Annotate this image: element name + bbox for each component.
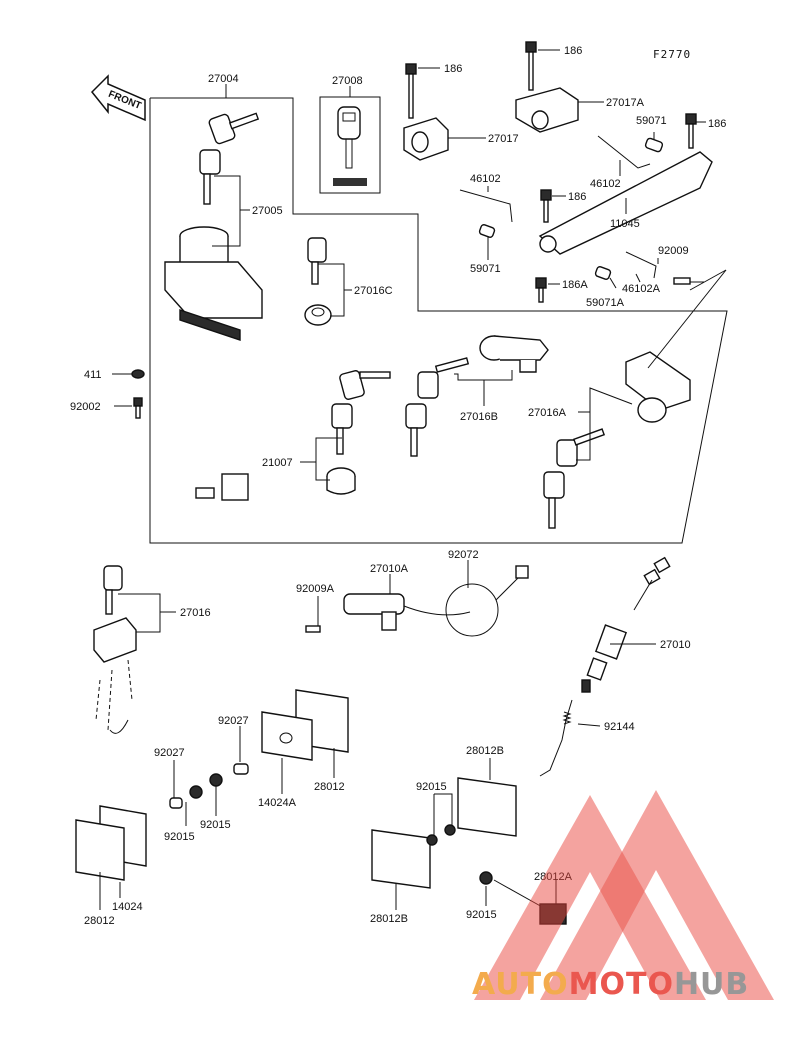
label-92009: 92009 xyxy=(658,245,689,257)
label-28012-b: 28012 xyxy=(84,915,115,927)
bolt-92002 xyxy=(133,397,143,419)
label-28012B-a: 28012B xyxy=(466,745,504,757)
watermark-brand-part2: MOTO xyxy=(569,967,674,1002)
reflector-28012A xyxy=(479,871,567,925)
reflector-28012-upper xyxy=(209,689,349,787)
label-27016A: 27016A xyxy=(528,407,567,419)
front-arrow-icon: FRONT xyxy=(90,74,146,122)
label-46102A: 46102A xyxy=(622,283,661,295)
leader-lines xyxy=(99,49,727,910)
reflector-28012-lower xyxy=(75,785,203,881)
label-92002: 92002 xyxy=(70,401,101,413)
label-59071A: 59071A xyxy=(586,297,625,309)
label-46102-b: 46102 xyxy=(470,173,501,185)
lock-27016A xyxy=(543,351,691,529)
clamp-27017 xyxy=(403,63,449,161)
label-186A: 186A xyxy=(562,279,588,291)
reflector-28012B xyxy=(371,777,517,889)
svg-text:AUTOMOTOHUB: AUTOMOTOHUB xyxy=(472,967,749,1002)
key-tag-27008 xyxy=(319,96,381,194)
watermark-brand-part1: AUTO xyxy=(472,967,569,1002)
ignition-switch xyxy=(164,112,263,501)
label-28012-a: 28012 xyxy=(314,781,345,793)
label-21007: 21007 xyxy=(262,457,293,469)
label-14024: 14024 xyxy=(112,901,143,913)
label-27010: 27010 xyxy=(660,639,691,651)
switch-27010 xyxy=(539,556,671,777)
label-27005: 27005 xyxy=(252,205,283,217)
watermark-triangle-left xyxy=(474,795,706,1000)
group-bracket xyxy=(149,97,728,544)
watermark-brand-part3: HUB xyxy=(674,967,749,1002)
switch-27010A xyxy=(305,565,529,637)
label-92015-c: 92015 xyxy=(416,781,447,793)
label-59071-a: 59071 xyxy=(636,115,667,127)
label-27004: 27004 xyxy=(208,73,239,85)
label-411: 411 xyxy=(84,369,102,381)
label-92027-a: 92027 xyxy=(218,715,249,727)
clamp-27017A xyxy=(515,41,579,133)
automotohub-watermark-logo: AUTOMOTOHUB xyxy=(472,790,774,1002)
label-92015-a: 92015 xyxy=(164,831,195,843)
label-92015-b: 92015 xyxy=(200,819,231,831)
lock-27016B xyxy=(405,335,549,457)
label-27008: 27008 xyxy=(332,75,363,87)
label-92072: 92072 xyxy=(448,549,479,561)
label-27017: 27017 xyxy=(488,133,519,145)
label-92144: 92144 xyxy=(604,721,635,733)
key-set-21007 xyxy=(326,370,391,495)
label-186-d: 186 xyxy=(568,191,586,203)
label-11045: 11045 xyxy=(610,218,640,230)
label-92027-b: 92027 xyxy=(154,747,185,759)
bracket-11045 xyxy=(538,113,713,255)
key-cylinder-27016C xyxy=(304,237,332,326)
label-186-b: 186 xyxy=(564,45,582,57)
label-27010A: 27010A xyxy=(370,563,409,575)
watermark-triangle-right xyxy=(540,790,774,1000)
label-59071-b: 59071 xyxy=(470,263,501,275)
label-92009A: 92009A xyxy=(296,583,335,595)
label-28012B-b: 28012B xyxy=(370,913,408,925)
washer-411 xyxy=(131,369,145,379)
label-28012A: 28012A xyxy=(534,871,573,883)
label-27017A: 27017A xyxy=(606,97,645,109)
label-186-a: 186 xyxy=(444,63,462,75)
label-27016: 27016 xyxy=(180,607,211,619)
label-27016B: 27016B xyxy=(460,411,498,423)
label-186-c: 186 xyxy=(708,118,726,130)
label-92015-d: 92015 xyxy=(466,909,497,921)
label-27016C: 27016C xyxy=(354,285,393,297)
label-14024A: 14024A xyxy=(258,797,297,809)
rods-46102 xyxy=(459,135,691,303)
helmet-lock-27016 xyxy=(93,565,137,734)
figure-code: F2770 xyxy=(653,48,691,61)
part-labels: 27004 27008 186 186 186 186 27017 27017A… xyxy=(70,45,726,927)
label-46102-a: 46102 xyxy=(590,178,621,190)
